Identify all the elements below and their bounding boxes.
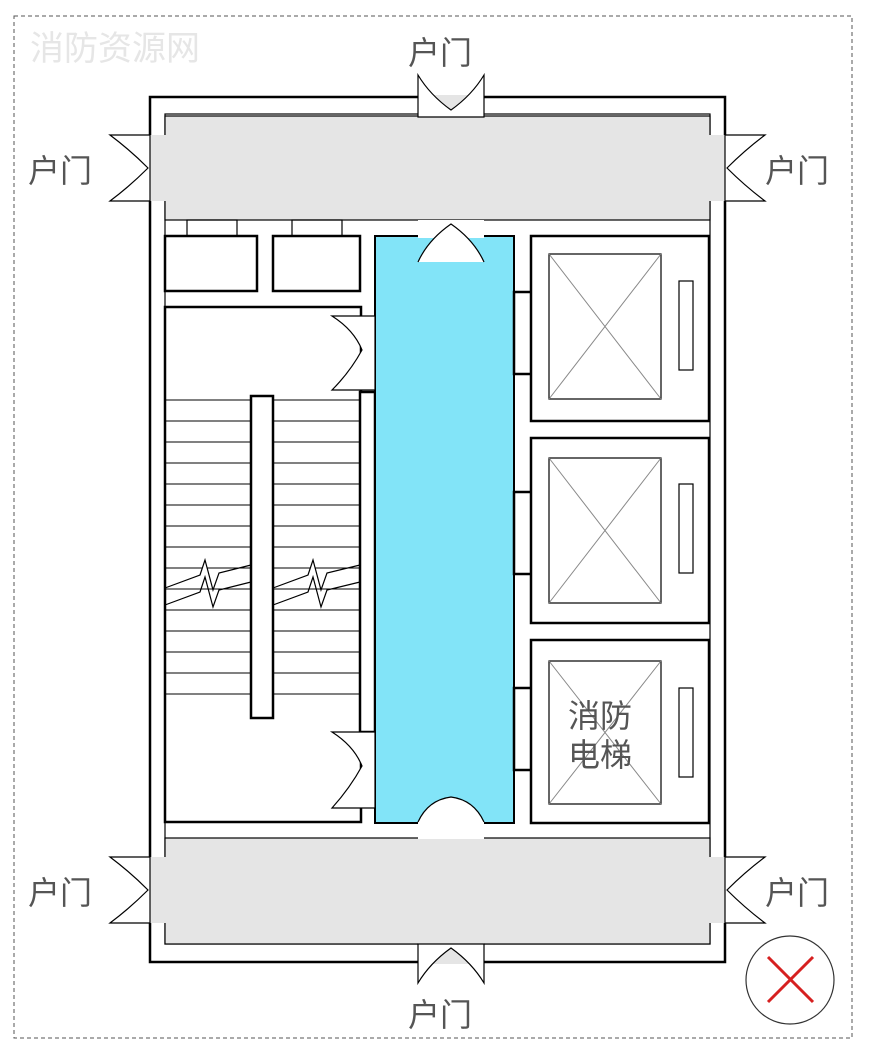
door-stair-top <box>329 315 376 391</box>
opening-right-bottom <box>709 857 727 923</box>
door-right-bottom <box>724 856 767 924</box>
elevator-1 <box>529 234 711 423</box>
label-door-top: 户门 <box>408 34 472 72</box>
label-door-bottom: 户门 <box>408 996 472 1034</box>
elevator-wall-2 <box>512 490 534 576</box>
label-door-right-top: 户门 <box>765 152 829 190</box>
label-door-left-bottom: 户门 <box>28 874 92 912</box>
opening-left-bottom <box>148 857 166 923</box>
door-right-top <box>724 134 767 202</box>
door-left-bottom <box>108 856 151 924</box>
label-door-left-top: 户门 <box>28 152 92 190</box>
door-bottom <box>417 943 485 986</box>
door-left-top <box>108 134 151 202</box>
label-fire-elevator-line1: 消防 <box>568 697 632 735</box>
front-room-opening-bottom <box>418 821 484 839</box>
stair-break-line-left-2 <box>164 574 252 610</box>
shaft-left-vent <box>186 219 238 237</box>
door-front-room-top <box>417 223 485 263</box>
shaft-right-vent <box>291 219 343 237</box>
front-room <box>374 235 515 824</box>
label-fire-elevator-line2: 电梯 <box>568 736 632 774</box>
stair-break-line-right-2 <box>272 574 361 610</box>
fire-elevator <box>529 638 711 825</box>
red-x-icon <box>745 935 835 1025</box>
shaft-left <box>163 234 259 293</box>
label-door-right-bottom: 户门 <box>765 874 829 912</box>
opening-left-top <box>148 135 166 201</box>
door-front-room-bottom <box>417 796 485 823</box>
stair-break-line-right <box>272 557 361 593</box>
door-stair-bottom <box>329 731 376 809</box>
elevator-wall-1 <box>512 290 534 376</box>
elevator-2 <box>529 436 711 625</box>
shaft-right <box>271 234 362 293</box>
corridor-top <box>164 115 711 221</box>
corridor-bottom <box>164 837 711 945</box>
stair-break-line-left <box>164 557 252 593</box>
stair-handrail <box>249 394 275 720</box>
dashed-border <box>13 15 853 1039</box>
watermark: 消防资源网 <box>30 29 200 69</box>
elevator-wall-3 <box>512 686 534 772</box>
door-top <box>417 72 485 118</box>
stair-side-wall <box>358 390 377 734</box>
opening-right-top <box>709 135 727 201</box>
